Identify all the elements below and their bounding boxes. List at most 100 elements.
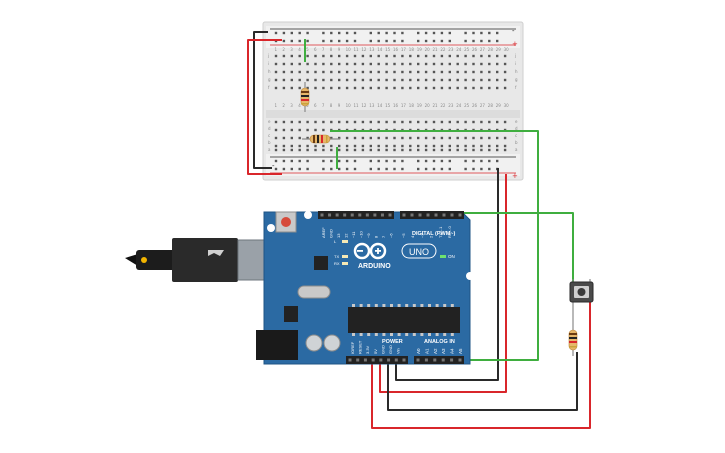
breadboard-hole: [338, 136, 341, 140]
digital-pin-label: ~10: [359, 230, 364, 238]
breadboard-hole: [330, 70, 333, 74]
breadboard-hole: [503, 78, 507, 82]
breadboard-row-label: j: [514, 53, 516, 58]
rail-hole: [480, 159, 483, 163]
breadboard-hole: [353, 120, 357, 124]
rail-hole: [369, 167, 372, 171]
rail-hole: [306, 167, 309, 171]
breadboard-hole: [377, 62, 380, 66]
rail-hole: [393, 39, 396, 43]
breadboard-column-number: 2: [282, 103, 285, 108]
breadboard-hole: [480, 62, 483, 66]
breadboard-hole: [464, 70, 467, 74]
breadboard-hole: [322, 70, 325, 74]
header-pin: [433, 358, 437, 362]
breadboard-column-number: 27: [480, 47, 486, 52]
breadboard-hole: [464, 86, 467, 90]
header-pin: [450, 213, 454, 217]
breadboard-column-number: 17: [401, 103, 407, 108]
rail-hole: [369, 159, 372, 163]
rail-hole: [298, 31, 301, 35]
rail-hole: [488, 159, 491, 163]
rail-hole: [290, 39, 293, 43]
header-pin: [450, 358, 454, 362]
chip-pin: [450, 333, 454, 336]
header-pin: [410, 213, 414, 217]
reset-button-cap[interactable]: [281, 217, 291, 227]
breadboard-hole: [432, 136, 436, 140]
breadboard-hole: [456, 148, 459, 152]
chip-pin: [420, 304, 424, 307]
wire-black-gnd: [395, 168, 499, 381]
rail-hole: [345, 159, 349, 163]
digital-header-label: DIGITAL (PWM~): [412, 231, 456, 237]
rail-hole: [464, 39, 467, 43]
breadboard-column-number: 1: [275, 47, 278, 52]
digital-pin-label: ~11: [351, 231, 356, 238]
breadboard-hole: [377, 70, 380, 74]
breadboard-hole: [306, 86, 309, 90]
digital-pin-label: ~9: [366, 233, 371, 238]
breadboard-column-number: 13: [369, 103, 375, 108]
breadboard-hole: [338, 148, 341, 152]
breadboard-row-label: a: [268, 147, 271, 152]
header-pin: [371, 358, 375, 362]
breadboard-hole: [361, 78, 365, 82]
power-led-label: ON: [448, 254, 455, 259]
breadboard-hole: [385, 54, 388, 58]
digital-pin-label: 8: [374, 235, 379, 238]
rail-hole: [440, 31, 444, 35]
usb-lightning-icon: [141, 257, 147, 263]
breadboard-hole: [361, 136, 365, 140]
rail-hole: [322, 31, 325, 35]
breadboard-hole: [306, 62, 309, 66]
breadboard-hole: [290, 120, 293, 124]
bottom-minus-sign: -: [272, 162, 275, 170]
header-pin: [335, 213, 339, 217]
rail-hole: [306, 159, 309, 163]
breadboard-hole: [503, 144, 507, 148]
analog-header: [414, 356, 464, 364]
breadboard-hole: [424, 136, 428, 140]
breadboard-hole: [456, 78, 459, 82]
breadboard-column-number: 11: [354, 103, 360, 108]
breadboard-row-label: g: [515, 77, 518, 82]
breadboard-hole: [369, 54, 372, 58]
breadboard-hole: [377, 54, 380, 58]
chip-pin: [443, 333, 447, 336]
breadboard-hole: [472, 120, 475, 124]
breadboard-hole: [432, 144, 436, 148]
breadboard-hole: [274, 86, 278, 90]
breadboard-hole: [432, 70, 436, 74]
rail-hole: [488, 31, 491, 35]
breadboard-row-label: c: [268, 133, 270, 138]
breadboard-hole: [282, 86, 286, 90]
rail-hole: [353, 39, 357, 43]
breadboard-hole: [464, 120, 467, 124]
power-pin-label: GND: [380, 345, 385, 354]
rail-hole: [448, 31, 451, 35]
breadboard-hole: [417, 54, 420, 58]
rail-hole: [306, 31, 309, 35]
breadboard-hole: [440, 78, 444, 82]
breadboard-hole: [338, 86, 341, 90]
breadboard-hole: [401, 78, 404, 82]
breadboard-hole: [464, 148, 467, 152]
wire-red-button: [371, 300, 591, 429]
breadboard-hole: [409, 78, 412, 82]
breadboard-hole: [417, 144, 420, 148]
button-cap[interactable]: [577, 288, 586, 296]
breadboard-hole: [503, 54, 507, 58]
chip-pin: [450, 304, 454, 307]
digital-pin-label: AREF: [321, 227, 326, 238]
header-pin: [416, 358, 420, 362]
rail-hole: [322, 39, 325, 43]
breadboard-hole: [496, 86, 499, 90]
push-button[interactable]: [569, 279, 594, 322]
breadboard-hole: [353, 54, 357, 58]
breadboard-hole: [298, 70, 301, 74]
rail-hole: [401, 167, 404, 171]
breadboard-hole: [282, 144, 286, 148]
